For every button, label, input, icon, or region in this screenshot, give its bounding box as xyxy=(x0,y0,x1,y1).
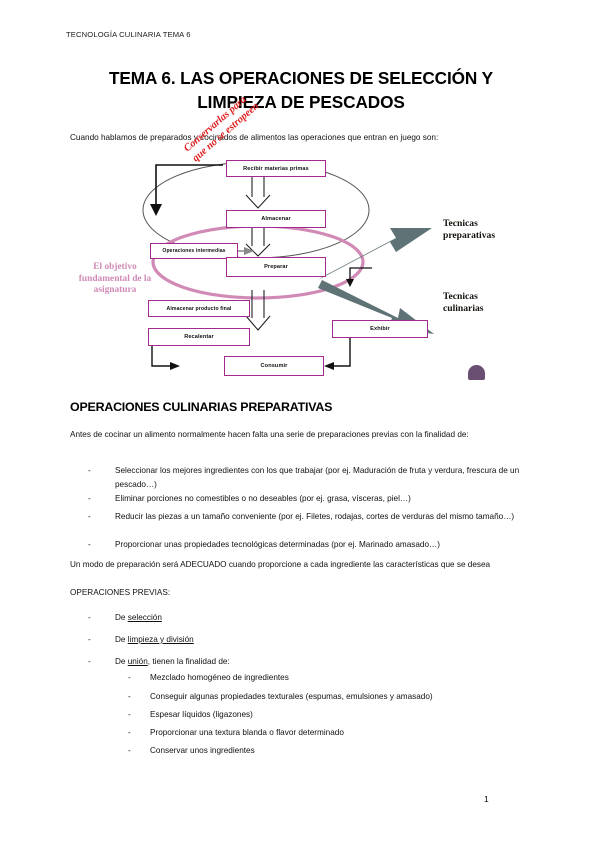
list-item-prefix: De xyxy=(115,635,128,644)
running-header: TECNOLOGÍA CULINARIA TEMA 6 xyxy=(66,30,191,39)
label-tecnicas-preparativas-line-1: Tecnicas xyxy=(443,218,478,229)
list-item-label: De limpieza y división xyxy=(115,633,532,647)
bullet-dash: - xyxy=(128,692,131,701)
arrow-almacenar-to-preparar xyxy=(245,228,271,257)
list-item: - Mezclado homogéneo de ingredientes xyxy=(128,671,532,685)
list-item-label: Proporcionar una textura blanda o flavor… xyxy=(150,728,344,737)
dome-shape-icon xyxy=(468,365,485,380)
section-intro-paragraph: Antes de cocinar un alimento normalmente… xyxy=(70,430,469,439)
bullet-dash: - xyxy=(88,657,91,666)
label-tecnicas-culinarias-line-2: culinarias xyxy=(443,303,484,314)
list-item-underlined: unión xyxy=(127,657,148,666)
list-item-label: Seleccionar los mejores ingredientes con… xyxy=(115,466,520,489)
objective-annotation: El objetivo fundamental de la asignatura xyxy=(78,262,152,296)
bullet-dash: - xyxy=(128,673,131,682)
list-item-prefix: De xyxy=(115,657,128,666)
diagram-box-almacenar-producto-final: Almacenar producto final xyxy=(148,300,250,317)
bullet-dash: - xyxy=(88,635,91,644)
diagram-box-recibir: Recibir materias primas xyxy=(226,160,326,177)
label-tecnicas-culinarias: Tecnicas culinarias xyxy=(443,291,484,315)
list-item-label: Eliminar porciones no comestibles o no d… xyxy=(115,494,411,503)
intro-paragraph: Cuando hablamos de preparados y cocinado… xyxy=(70,133,439,142)
list-item-label: Reducir las piezas a un tamaño convenien… xyxy=(115,512,515,521)
bullet-dash: - xyxy=(128,746,131,755)
list-item: - Conservar unos ingredientes xyxy=(128,744,532,758)
arrowhead-intermedias xyxy=(244,247,254,255)
diagram-box-consumir: Consumir xyxy=(224,356,324,376)
diagram-box-exhibir: Exhibir xyxy=(332,320,428,338)
arrow-preparar-branch xyxy=(349,267,372,281)
bullet-dash: - xyxy=(88,512,91,521)
list-item: - Seleccionar los mejores ingredientes c… xyxy=(88,464,532,491)
list-item-label: De unión, tienen la finalidad de: xyxy=(115,655,532,669)
arrowhead-exhibir xyxy=(324,362,334,370)
list-item-label: De selección xyxy=(115,611,532,625)
list-item: - Espesar líquidos (ligazones) xyxy=(128,708,532,722)
list-item-suffix: , tienen la finalidad de: xyxy=(147,657,230,666)
label-tecnicas-preparativas-line-2: preparativas xyxy=(443,230,496,241)
label-tecnicas-preparativas: Tecnicas preparativas xyxy=(443,218,495,242)
list-item: - De limpieza y división xyxy=(88,633,532,647)
bullet-dash: - xyxy=(128,710,131,719)
arrowhead-feedback-left xyxy=(150,204,162,216)
adequate-preparation-note: Un modo de preparación será ADECUADO cua… xyxy=(70,560,491,569)
bullet-dash: - xyxy=(88,540,91,549)
diagram-box-operaciones-intermedias: Operaciones intermedias xyxy=(150,243,238,259)
list-item-label: Espesar líquidos (ligazones) xyxy=(150,710,253,719)
list-item-label: Proporcionar unas propiedades tecnológic… xyxy=(115,540,440,549)
list-item-underlined: selección xyxy=(127,613,162,622)
list-item-prefix: De xyxy=(115,613,128,622)
page-title-line-1: TEMA 6. LAS OPERACIONES DE SELECCIÓN Y xyxy=(109,68,493,88)
arrow-recibir-to-almacenar xyxy=(245,177,271,209)
arrow-recalentar-to-consumir xyxy=(151,346,172,367)
list-item: - De selección xyxy=(88,611,532,625)
section-heading: OPERACIONES CULINARIAS PREPARATIVAS xyxy=(70,400,333,414)
operaciones-previas-label: OPERACIONES PREVIAS: xyxy=(70,588,171,597)
process-flow-diagram: Recibir materias primas Almacenar Operac… xyxy=(60,94,530,398)
arrow-exhibir-to-consumir xyxy=(332,338,351,367)
block-arrow-tecnicas-preparativas xyxy=(318,228,432,280)
bullet-dash: - xyxy=(88,466,91,475)
list-item-underlined: limpieza y división xyxy=(127,635,194,644)
diagram-box-preparar: Preparar xyxy=(226,257,326,277)
list-item-label: Mezclado homogéneo de ingredientes xyxy=(150,673,289,682)
bullet-dash: - xyxy=(128,728,131,737)
list-item: - Eliminar porciones no comestibles o no… xyxy=(88,492,532,506)
label-tecnicas-culinarias-line-1: Tecnicas xyxy=(443,291,478,302)
arrow-feedback-left xyxy=(155,164,223,206)
list-item-label: Conseguir algunas propiedades texturales… xyxy=(150,692,433,701)
arrowhead-preparar-branch xyxy=(346,279,354,287)
bullet-dash: - xyxy=(88,613,91,622)
diagram-box-recalentar: Recalentar xyxy=(148,328,250,346)
list-item: - Conseguir algunas propiedades textural… xyxy=(128,690,532,704)
list-item: - De unión, tienen la finalidad de: xyxy=(88,655,532,669)
arrow-preparar-to-consumir xyxy=(245,290,271,331)
list-item: - Proporcionar unas propiedades tecnológ… xyxy=(88,538,532,552)
list-item-label: Conservar unos ingredientes xyxy=(150,746,255,755)
page-title-line-2: LIMPIEZA DE PESCADOS xyxy=(197,92,405,112)
list-item: - Proporcionar una textura blanda o flav… xyxy=(128,726,532,740)
list-item: - Reducir las piezas a un tamaño conveni… xyxy=(88,510,532,524)
page-title: TEMA 6. LAS OPERACIONES DE SELECCIÓN Y L… xyxy=(70,66,532,114)
page-number: 1 xyxy=(484,794,489,804)
bullet-dash: - xyxy=(88,494,91,503)
diagram-box-almacenar: Almacenar xyxy=(226,210,326,228)
arrowhead-recalentar xyxy=(170,362,180,370)
